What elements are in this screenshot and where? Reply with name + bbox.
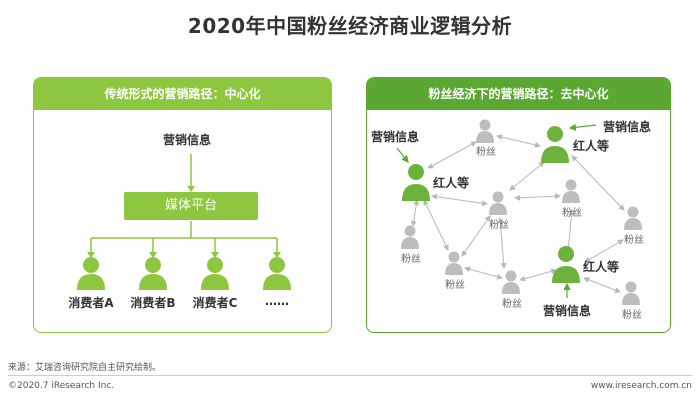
decentralized-network: [396, 119, 642, 305]
influencer-icons: [402, 126, 580, 283]
fan-label: 粉丝: [562, 208, 582, 219]
fan-label: 粉丝: [622, 310, 642, 321]
copyright: ©2020.7 iResearch Inc.: [8, 381, 115, 391]
network-arrows: [410, 134, 625, 293]
influencer-label-2: 红人等: [573, 139, 610, 153]
fan-label: 粉丝: [502, 299, 522, 310]
influencer-label-3: 红人等: [583, 260, 620, 274]
website-url: www.iresearch.com.cn: [590, 381, 692, 391]
fan-label: 粉丝: [445, 280, 465, 291]
fan-label: 粉丝: [401, 254, 421, 265]
marketing-info-label: 营销信息: [163, 133, 212, 147]
fan-label: 粉丝: [476, 147, 496, 158]
consumer-more-icon: [263, 257, 291, 290]
marketing-info-label-1: 营销信息: [371, 130, 420, 144]
marketing-info-label-3: 营销信息: [543, 304, 592, 318]
consumer-b-icon: [139, 257, 167, 290]
fan-icons: [401, 119, 642, 305]
footer-divider: [8, 375, 692, 376]
consumer-more-label: ……: [265, 294, 289, 308]
consumer-c-label: 消费者C: [192, 296, 238, 310]
media-platform-box: 媒体平台: [124, 192, 258, 220]
consumer-a-icon: [77, 257, 105, 290]
fan-label: 粉丝: [489, 220, 509, 231]
consumer-a-label: 消费者A: [68, 296, 114, 310]
consumer-c-icon: [201, 257, 229, 290]
centralized-panel-header: 传统形式的营销路径：中心化: [34, 78, 331, 110]
marketing-info-label-2: 营销信息: [603, 120, 652, 134]
fan-label: 粉丝: [624, 235, 644, 246]
page-title: 2020年中国粉丝经济商业逻辑分析: [187, 14, 513, 38]
source-note: 来源：艾瑞咨询研究院自主研究绘制。: [8, 363, 162, 373]
consumer-b-label: 消费者B: [130, 296, 176, 310]
decentralized-panel-header: 粉丝经济下的营销路径：去中心化: [367, 78, 670, 110]
influencer-label-1: 红人等: [433, 176, 470, 190]
